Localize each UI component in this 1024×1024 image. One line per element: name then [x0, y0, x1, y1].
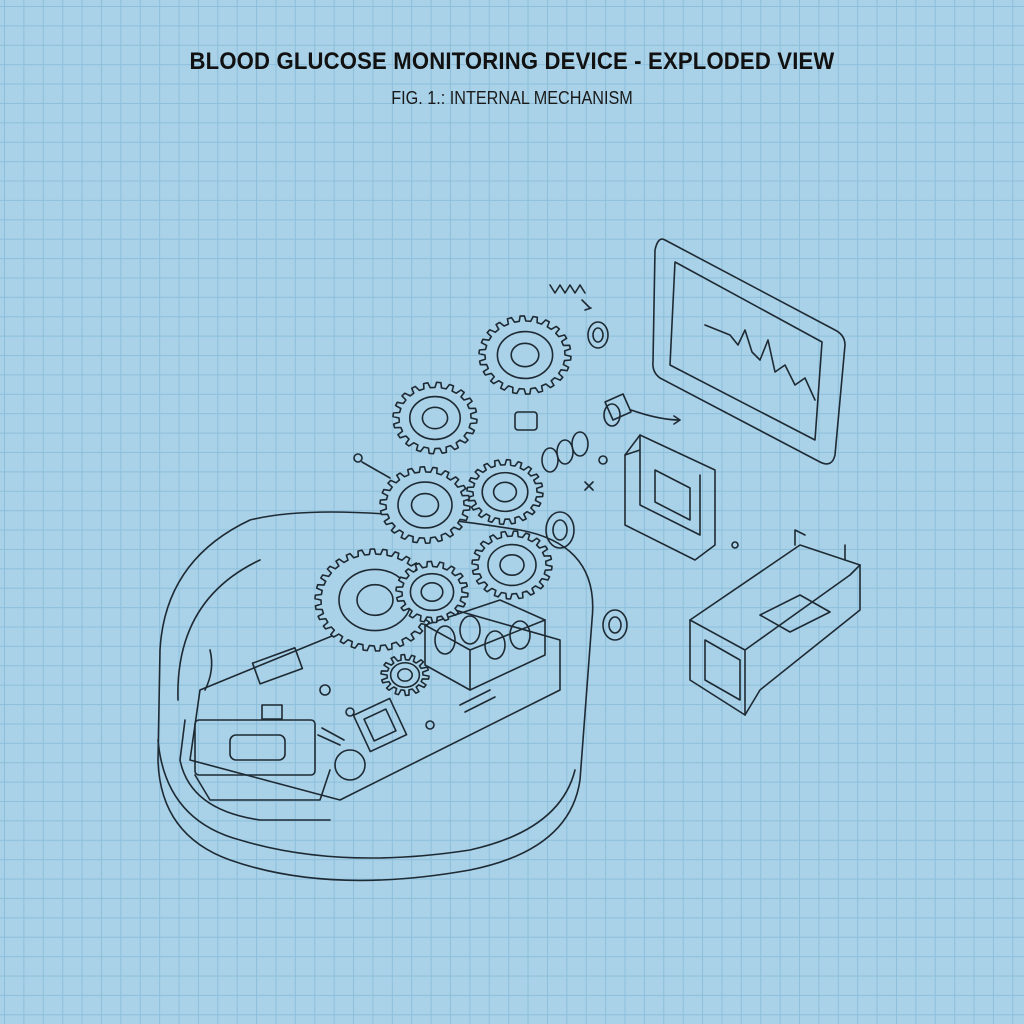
gear-train: [314, 315, 572, 697]
strip-port-module: [689, 529, 861, 716]
small-components: [353, 284, 739, 641]
gear: [395, 560, 469, 624]
gear: [478, 315, 572, 395]
gear: [380, 653, 430, 697]
sensor-bracket: [624, 434, 716, 561]
gear: [392, 381, 478, 455]
gear: [466, 458, 544, 526]
gear: [471, 530, 553, 600]
display-screen: [652, 238, 846, 465]
microchip: [352, 697, 408, 753]
diagram-subtitle: FIG. 1.: INTERNAL MECHANISM: [391, 88, 633, 108]
battery-compartment: [424, 599, 546, 691]
gear: [379, 466, 471, 544]
device-housing: [157, 511, 594, 882]
diagram-title: BLOOD GLUCOSE MONITORING DEVICE - EXPLOD…: [189, 48, 835, 75]
glucose-graph: [704, 324, 816, 401]
spring: [549, 284, 586, 294]
